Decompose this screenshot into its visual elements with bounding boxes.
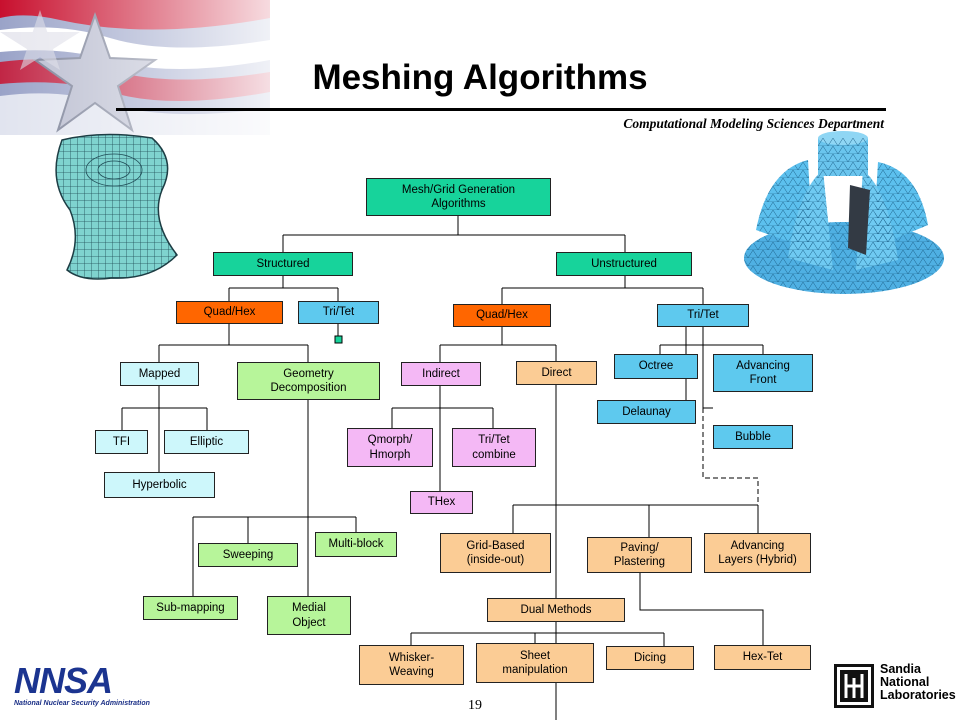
node-sweeping: Sweeping: [198, 543, 298, 567]
node-medial-object: Medial Object: [267, 596, 351, 635]
node-paving-plastering: Paving/ Plastering: [587, 537, 692, 573]
node-unstructured-tri-tet: Tri/Tet: [657, 304, 749, 327]
node-delaunay: Delaunay: [597, 400, 696, 424]
node-advancing-layers: Advancing Layers (Hybrid): [704, 533, 811, 573]
page-title: Meshing Algorithms: [312, 58, 648, 97]
node-qmorph-hmorph: Qmorph/ Hmorph: [347, 428, 433, 467]
node-sheet-manipulation: Sheet manipulation: [476, 643, 594, 683]
node-structured-quad-hex: Quad/Hex: [176, 301, 283, 324]
node-direct: Direct: [516, 361, 597, 385]
node-dual-methods: Dual Methods: [487, 598, 625, 622]
tet-mesh-image: [744, 131, 944, 294]
node-dicing: Dicing: [606, 646, 694, 670]
node-mesh-generation-algorithms: Mesh/Grid Generation Algorithms: [366, 178, 551, 216]
title-divider: [116, 108, 886, 111]
node-multi-block: Multi-block: [315, 532, 397, 557]
department-label: Computational Modeling Sciences Departme…: [623, 116, 884, 131]
node-octree: Octree: [614, 354, 698, 379]
node-indirect: Indirect: [401, 362, 481, 386]
node-hyperbolic: Hyperbolic: [104, 472, 215, 498]
sandia-logo-icon: [834, 664, 874, 708]
page-number: 19: [468, 698, 482, 713]
node-structured: Structured: [213, 252, 353, 276]
small-marker-square: [334, 335, 343, 344]
node-elliptic: Elliptic: [164, 430, 249, 454]
nnsa-full-name: National Nuclear Security Administration: [14, 700, 150, 707]
node-whisker-weaving: Whisker- Weaving: [359, 645, 464, 685]
node-structured-tri-tet: Tri/Tet: [298, 301, 379, 324]
node-sub-mapping: Sub-mapping: [143, 596, 238, 620]
flag-star-graphic: [0, 0, 270, 135]
node-advancing-front: Advancing Front: [713, 354, 813, 392]
node-mapped: Mapped: [120, 362, 199, 386]
hex-mesh-image: [55, 133, 178, 280]
node-unstructured-quad-hex: Quad/Hex: [453, 304, 551, 327]
node-tri-tet-combine: Tri/Tet combine: [452, 428, 536, 467]
node-hex-tet: Hex-Tet: [714, 645, 811, 670]
sandia-logo-text: Sandia National Laboratories: [880, 662, 956, 702]
node-tfi: TFI: [95, 430, 148, 454]
node-thex: THex: [410, 491, 473, 514]
nnsa-logo: NNSA: [14, 660, 113, 701]
node-bubble: Bubble: [713, 425, 793, 449]
node-unstructured: Unstructured: [556, 252, 692, 276]
node-grid-based: Grid-Based (inside-out): [440, 533, 551, 573]
node-geometry-decomposition: Geometry Decomposition: [237, 362, 380, 400]
